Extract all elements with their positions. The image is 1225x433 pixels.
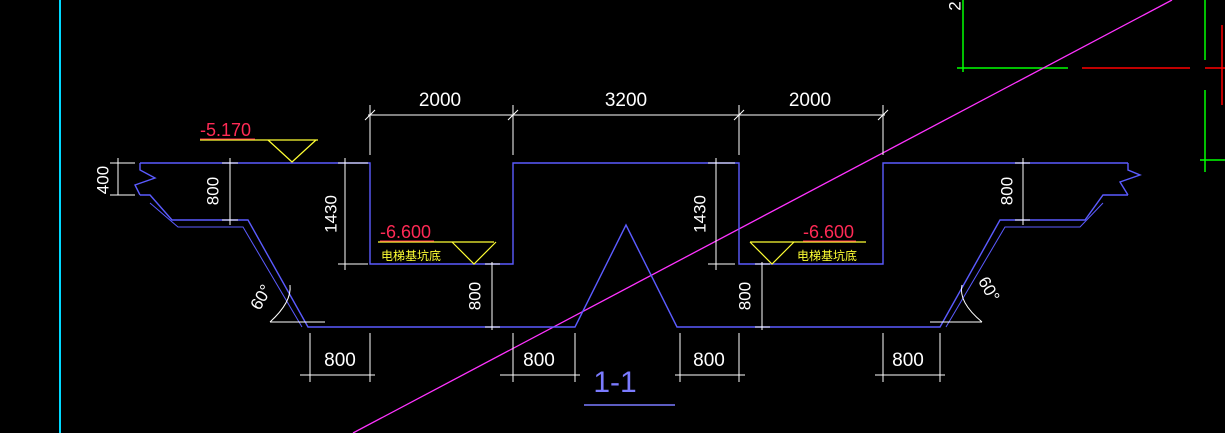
diagonal-reference-line bbox=[352, 0, 1173, 433]
angle-right: 60° bbox=[974, 273, 1003, 305]
dimension-lines bbox=[110, 105, 1030, 382]
dim-left-400: 400 bbox=[93, 166, 112, 194]
bottom-dim-2: 800 bbox=[523, 350, 555, 371]
elevation-pit-right: -6.600 bbox=[803, 222, 854, 242]
elevation-underlines bbox=[200, 138, 856, 242]
top-dim-3: 2000 bbox=[789, 90, 831, 111]
bottom-dim-3: 800 bbox=[693, 350, 725, 371]
corner-dim-text: 2 bbox=[945, 1, 964, 10]
dim-left-800: 800 bbox=[203, 177, 222, 205]
pit-label-left: 电梯基坑底 bbox=[381, 248, 441, 263]
dim-left-1430: 1430 bbox=[321, 195, 340, 233]
elevation-top-left: -5.170 bbox=[200, 120, 251, 140]
bottom-dim-4: 800 bbox=[892, 350, 924, 371]
dim-pit-left-800: 800 bbox=[465, 282, 484, 310]
elevation-pit-left: -6.600 bbox=[380, 222, 431, 242]
section-title: 1-1 bbox=[593, 366, 636, 399]
dim-right-800: 800 bbox=[997, 177, 1016, 205]
section-outline bbox=[134, 162, 1142, 328]
elevation-markers bbox=[200, 139, 866, 265]
top-dim-1: 2000 bbox=[419, 90, 461, 111]
top-dim-2: 3200 bbox=[605, 90, 647, 111]
bottom-dim-1: 800 bbox=[324, 350, 356, 371]
angle-left: 60° bbox=[247, 281, 276, 313]
dim-right-1430: 1430 bbox=[690, 195, 709, 233]
pit-label-right: 电梯基坑底 bbox=[797, 248, 857, 263]
corner-axis-fragment: 2 bbox=[945, 0, 1225, 172]
dim-pit-right-800: 800 bbox=[735, 282, 754, 310]
